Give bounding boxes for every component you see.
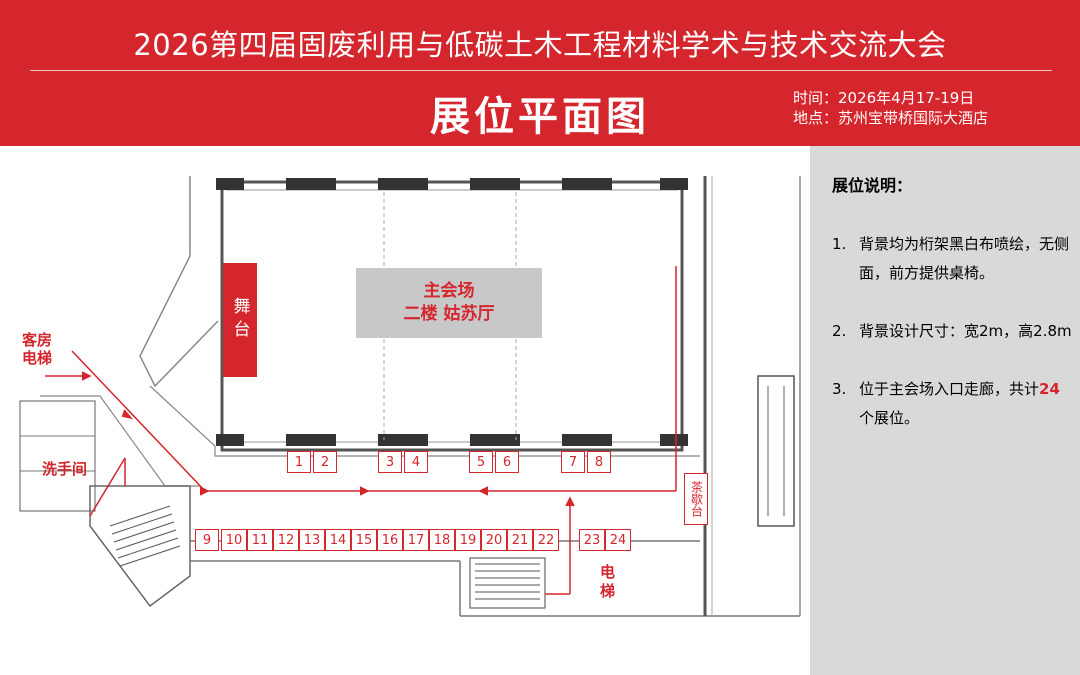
booth: 7 bbox=[561, 451, 585, 473]
tea-break-station: 茶歇台 bbox=[684, 473, 708, 525]
booth: 3 bbox=[378, 451, 402, 473]
main-hall-name: 主会场 bbox=[423, 281, 475, 301]
booth: 23 bbox=[579, 529, 605, 551]
booth: 21 bbox=[507, 529, 533, 551]
booth: 8 bbox=[587, 451, 611, 473]
booth: 14 bbox=[325, 529, 351, 551]
event-time: 时间：2026年4月17-19日 bbox=[793, 89, 975, 107]
elevator-label: 电梯 bbox=[598, 564, 616, 602]
stage: 舞台 bbox=[223, 263, 257, 377]
event-meta: 时间：2026年4月17-19日 地点：苏州宝带桥国际大酒店 bbox=[793, 88, 988, 128]
booth: 6 bbox=[495, 451, 519, 473]
header-divider bbox=[30, 70, 1052, 71]
booth: 18 bbox=[429, 529, 455, 551]
booth: 12 bbox=[273, 529, 299, 551]
booth: 5 bbox=[469, 451, 493, 473]
notes-list: 1. 背景均为桁架黑白布喷绘，无侧面，前方提供桌椅。 2. 背景设计尺寸：宽2m… bbox=[832, 230, 1072, 462]
booth: 20 bbox=[481, 529, 507, 551]
restroom-label: 洗手间 bbox=[42, 460, 88, 478]
main-hall-wall bbox=[220, 180, 684, 452]
floor-plan: 舞台 主会场 二楼 姑苏厅 客房 电梯 洗手间 茶歇台 电梯 1 2 3 4 5… bbox=[0, 146, 810, 675]
note-item: 2. 背景设计尺寸：宽2m，高2.8m bbox=[832, 322, 1072, 340]
conference-title: 2026第四届固废利用与低碳土木工程材料学术与技术交流大会 bbox=[133, 28, 947, 62]
booth: 24 bbox=[605, 529, 631, 551]
floor-plan-drawing bbox=[19, 176, 801, 617]
booth: 19 bbox=[455, 529, 481, 551]
booth: 4 bbox=[404, 451, 428, 473]
booth: 2 bbox=[313, 451, 337, 473]
notes-heading: 展位说明： bbox=[832, 176, 913, 195]
booth: 11 bbox=[247, 529, 273, 551]
booth: 22 bbox=[533, 529, 559, 551]
booth: 1 bbox=[287, 451, 311, 473]
event-venue: 地点：苏州宝带桥国际大酒店 bbox=[793, 109, 989, 127]
booth: 16 bbox=[377, 529, 403, 551]
booth-notes-panel: 展位说明： 1. 背景均为桁架黑白布喷绘，无侧面，前方提供桌椅。 2. 背景设计… bbox=[810, 146, 1080, 675]
plan-title: 展位平面图 bbox=[430, 94, 650, 140]
booth: 13 bbox=[299, 529, 325, 551]
booth-count: 24 bbox=[1039, 380, 1060, 398]
main-hall-location: 二楼 姑苏厅 bbox=[403, 304, 495, 324]
guest-elevator-label: 客房 电梯 bbox=[22, 331, 53, 367]
walking-route bbox=[45, 266, 677, 595]
header-banner: 2026第四届固废利用与低碳土木工程材料学术与技术交流大会 展位平面图 时间：2… bbox=[0, 0, 1080, 146]
note-item: 1. 背景均为桁架黑白布喷绘，无侧面，前方提供桌椅。 bbox=[832, 235, 1070, 282]
booth: 9 bbox=[195, 529, 219, 551]
main-hall-label: 主会场 二楼 姑苏厅 bbox=[356, 268, 542, 338]
booth: 15 bbox=[351, 529, 377, 551]
booth: 17 bbox=[403, 529, 429, 551]
hall-pillars bbox=[216, 178, 688, 446]
booth: 10 bbox=[221, 529, 247, 551]
note-item: 3. 位于主会场入口走廊，共计24个展位。 bbox=[832, 380, 1060, 427]
